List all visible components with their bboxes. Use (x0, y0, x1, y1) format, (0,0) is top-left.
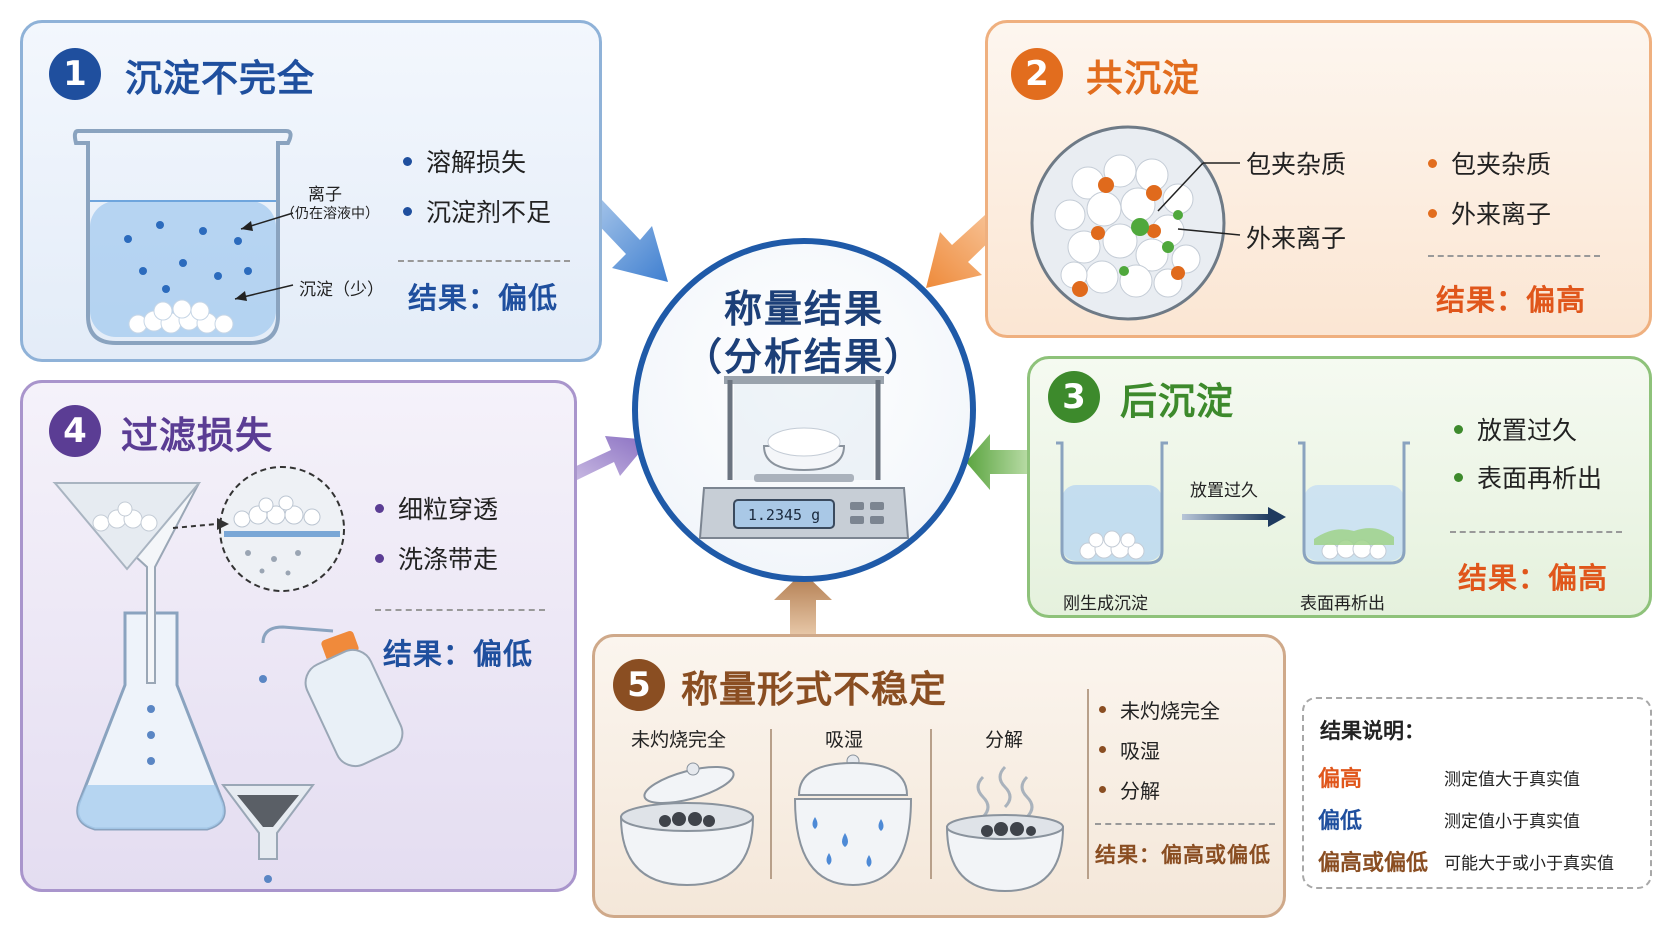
bullet-item: 包夹杂质 (1428, 145, 1551, 181)
label-occlusion: 包夹杂质 (1246, 150, 1347, 179)
standing-arrow (1182, 507, 1286, 527)
label-ions-note: （仍在溶液中） (281, 206, 379, 222)
bullet-item: 细粒穿透 (375, 490, 498, 526)
legend-desc-high: 测定值大于真实值 (1444, 770, 1580, 790)
legend-term-high: 偏高 (1318, 767, 1363, 792)
wash-bottle-illustration (221, 625, 404, 883)
panel-title: 称量形式不稳定 (681, 668, 947, 711)
result-text: 结果：偏高 (1436, 283, 1587, 317)
step-number: 2 (1011, 48, 1063, 100)
surface-deposit-beaker (1298, 441, 1410, 565)
divider (375, 609, 545, 611)
step-number: 4 (49, 405, 101, 457)
label-standing-long: 放置过久 (1190, 481, 1258, 501)
panel-unstable-weighing-form: 5 称量形式不稳定 未灼烧完全 吸湿 分解 未灼烧完全 吸湿 分解 结果：偏高或… (592, 634, 1286, 918)
step-number: 1 (49, 48, 101, 100)
bullet-item: 沉淀剂不足 (403, 193, 551, 229)
panel-postprecipitation: 3 后沉淀 刚生成沉淀 放置过久 表面再析出 放置过久 表面再析出 结果：偏高 (1027, 356, 1652, 618)
result-text: 结果：偏低 (383, 637, 534, 671)
legend-desc-low: 测定值小于真实值 (1444, 812, 1580, 832)
result-text: 结果：偏高 (1458, 561, 1609, 595)
label-foreign-ions: 外来离子 (1246, 224, 1347, 253)
magnify-pointer (172, 518, 229, 530)
crucible-open-lid-illustration (619, 762, 755, 887)
divider (1428, 255, 1600, 257)
label-fresh-precipitate: 刚生成沉淀 (1063, 594, 1148, 614)
bullet-item: 放置过久 (1454, 411, 1577, 447)
divider (398, 260, 570, 262)
panel-title: 共沉淀 (1086, 57, 1200, 100)
legend-title: 结果说明： (1320, 719, 1425, 743)
panel-coprecipitation: 2 共沉淀 包夹杂质 外来离子 包夹杂质 外来离子 结果：偏高 (985, 20, 1652, 338)
legend-desc-either: 可能大于或小于真实值 (1444, 854, 1614, 874)
decomposing-crucible-illustration (945, 765, 1065, 893)
pointer-lines (1157, 162, 1241, 236)
bullet-item: 表面再析出 (1454, 459, 1602, 495)
column-label-incomplete-ignition: 未灼烧完全 (631, 729, 727, 751)
divider (1095, 823, 1275, 825)
bullet-item: 吸湿 (1099, 735, 1160, 764)
legend-term-low: 偏低 (1318, 809, 1363, 834)
result-text: 结果：偏高或偏低 (1095, 843, 1271, 867)
beaker-illustration (72, 129, 293, 345)
column-divider (1087, 689, 1089, 879)
result-text: 结果：偏低 (408, 281, 559, 315)
crystal-cluster-illustration (1030, 125, 1226, 321)
center-weighing-result: 称量结果 （分析结果） 1.2345 g (632, 238, 976, 582)
legend-term-either: 偏高或偏低 (1318, 851, 1429, 876)
column-label-moisture: 吸湿 (825, 729, 864, 751)
label-precipitate: 沉淀（少） (299, 280, 384, 300)
panel-title: 过滤损失 (121, 414, 273, 457)
covered-crucible-moisture-illustration (793, 754, 913, 887)
balance-display: 1.2345 g (748, 506, 820, 524)
panel-title: 后沉淀 (1120, 380, 1234, 423)
step-number: 3 (1048, 371, 1100, 423)
step-number: 5 (613, 659, 665, 711)
bullet-item: 洗涤带走 (375, 540, 498, 576)
bullet-item: 溶解损失 (403, 143, 526, 179)
column-divider (770, 729, 772, 879)
divider (1450, 531, 1622, 533)
bullet-item: 分解 (1099, 775, 1160, 804)
label-ions: 离子 (308, 185, 342, 205)
bullet-item: 外来离子 (1428, 195, 1551, 231)
column-divider (930, 729, 932, 879)
panel-filtration-loss: 4 过滤损失 细粒穿透 洗涤带走 结果：偏低 (20, 380, 577, 892)
bullet-item: 未灼烧完全 (1099, 695, 1220, 724)
panel-title: 沉淀不完全 (125, 57, 315, 100)
fresh-precipitate-beaker (1056, 441, 1168, 565)
column-label-decomposition: 分解 (985, 729, 1024, 751)
center-title-line2: （分析结果） (683, 335, 924, 379)
result-legend: 结果说明： 偏高 测定值大于真实值 偏低 测定值小于真实值 偏高或偏低 可能大于… (1302, 697, 1652, 889)
panel-incomplete-precipitation: 1 沉淀不完全 离子 （仍在溶液中） 沉淀（少） 溶解损失 沉淀剂不足 结果：偏… (20, 20, 602, 362)
analytical-balance-illustration: 1.2345 g (698, 376, 910, 539)
magnified-filter-view (219, 466, 345, 592)
pointer-lines (234, 212, 294, 301)
center-title-line1: 称量结果 (723, 287, 884, 331)
label-surface-deposit: 表面再析出 (1300, 594, 1385, 614)
funnel-flask-illustration (52, 482, 226, 831)
